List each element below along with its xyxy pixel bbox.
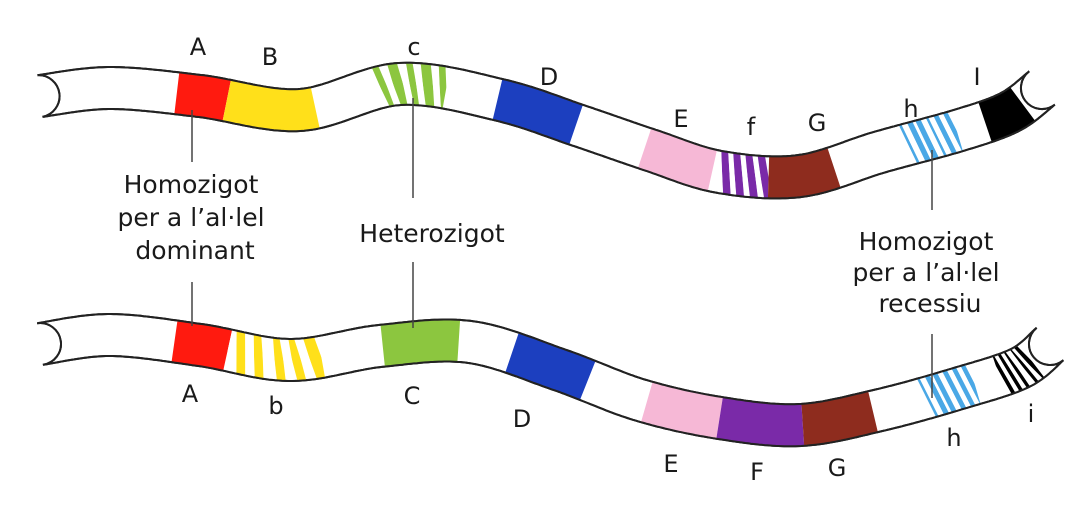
band-stripe: [419, 62, 436, 115]
band-stripe: [913, 369, 943, 426]
band-stripe: [902, 112, 936, 171]
gene-label: G: [828, 454, 847, 482]
band-gap: [951, 357, 983, 415]
band-gap: [1003, 339, 1050, 390]
band-stripe: [947, 358, 980, 416]
gene-label: i: [1028, 400, 1035, 428]
band-stripe: [368, 62, 399, 116]
band-gap: [278, 330, 297, 389]
band-stripe: [910, 110, 944, 168]
homozygous-dominant-label: Homozigot per a l’al·lel dominant: [117, 170, 272, 265]
band-stripe: [927, 364, 962, 422]
gene-band-top-1: [173, 64, 233, 129]
band-stripe: [236, 323, 246, 383]
leader-lines: [191, 98, 933, 398]
gene-label: B: [262, 43, 278, 71]
gene-label: h: [903, 95, 918, 123]
band-stripe: [920, 366, 954, 424]
band-stripe: [299, 328, 327, 388]
band-gap: [932, 362, 967, 420]
chromosome-top: [37, 61, 1056, 200]
band-stripe: [732, 145, 745, 199]
band-gap: [990, 345, 1025, 402]
gene-band-top-8: [894, 103, 966, 174]
band-stripe: [253, 327, 264, 386]
annotation-line: per a l’al·lel: [117, 203, 264, 232]
band-gap: [923, 107, 957, 165]
gene-band-bottom-2: [227, 321, 327, 389]
gene-label: D: [513, 405, 531, 433]
gene-label: I: [973, 63, 980, 91]
band-gap: [376, 62, 404, 115]
band-stripe: [384, 62, 412, 114]
gene-label: A: [190, 33, 207, 61]
band-stripe: [720, 143, 731, 199]
gene-label: C: [404, 382, 421, 410]
chromosome-bottom-outline: [36, 313, 1065, 448]
annotation-line: Homozigot: [859, 227, 994, 256]
gene-label: D: [540, 63, 558, 91]
gene-band-bottom-7: [800, 383, 880, 447]
band-stripe: [744, 147, 759, 199]
band-stripe: [1002, 340, 1046, 392]
band-stripe: [271, 330, 287, 389]
band-gap: [751, 147, 765, 199]
band-gap: [396, 62, 416, 113]
chromosome-top-outline: [37, 61, 1056, 200]
annotation-line: dominant: [135, 236, 254, 265]
band-gap: [727, 144, 737, 199]
homozygous-recessive-label: Homozigot per a l’al·lel recessiu: [852, 227, 1007, 318]
band-gap: [260, 328, 277, 388]
gene-band-top-3: [365, 62, 448, 117]
band-gap: [412, 62, 427, 114]
band-stripe: [991, 344, 1029, 400]
band-gap: [908, 111, 938, 169]
band-gap: [925, 365, 957, 422]
gene-band-bottom-1: [170, 314, 234, 379]
gene-label: b: [268, 392, 283, 420]
gene-label: G: [808, 109, 827, 137]
gene-band-bottom-3: [379, 314, 461, 375]
band-stripe: [937, 361, 971, 419]
band-stripe: [404, 62, 422, 114]
heterozygous-label: Heterozigot: [359, 219, 505, 248]
gene-band-bottom-6: [715, 389, 805, 447]
band-gap: [897, 114, 930, 172]
annotation-line: Heterozigot: [359, 219, 505, 248]
top-gene-labels: A B c D E f G h I: [190, 33, 981, 141]
band-gap: [431, 62, 442, 116]
band-stripe: [928, 105, 962, 163]
band-stripe: [990, 346, 1021, 403]
band-gap: [739, 146, 751, 199]
band-stripe: [921, 108, 952, 166]
gene-label: E: [663, 450, 678, 478]
annotation-line: per a l’al·lel: [852, 258, 999, 287]
band-gap: [916, 109, 949, 167]
gene-label: c: [407, 33, 420, 61]
band-gap: [994, 343, 1033, 399]
gene-label: F: [750, 458, 764, 486]
gene-label: f: [747, 113, 756, 141]
band-gap: [245, 325, 255, 385]
gene-label: h: [946, 424, 961, 452]
chromosome-top-bands: [173, 62, 1040, 199]
annotation-line: Homozigot: [124, 170, 259, 199]
gene-label: A: [182, 380, 199, 408]
band-gap: [933, 104, 966, 162]
bottom-gene-labels: A b C D E F G h i: [182, 380, 1035, 486]
band-stripe: [997, 342, 1036, 397]
annotation-line: recessiu: [878, 289, 981, 318]
band-gap: [942, 359, 976, 417]
gene-label: E: [673, 105, 688, 133]
band-stripe: [894, 115, 925, 173]
band-stripe: [284, 330, 309, 389]
band-gap: [291, 329, 319, 389]
band-gap: [998, 340, 1042, 395]
